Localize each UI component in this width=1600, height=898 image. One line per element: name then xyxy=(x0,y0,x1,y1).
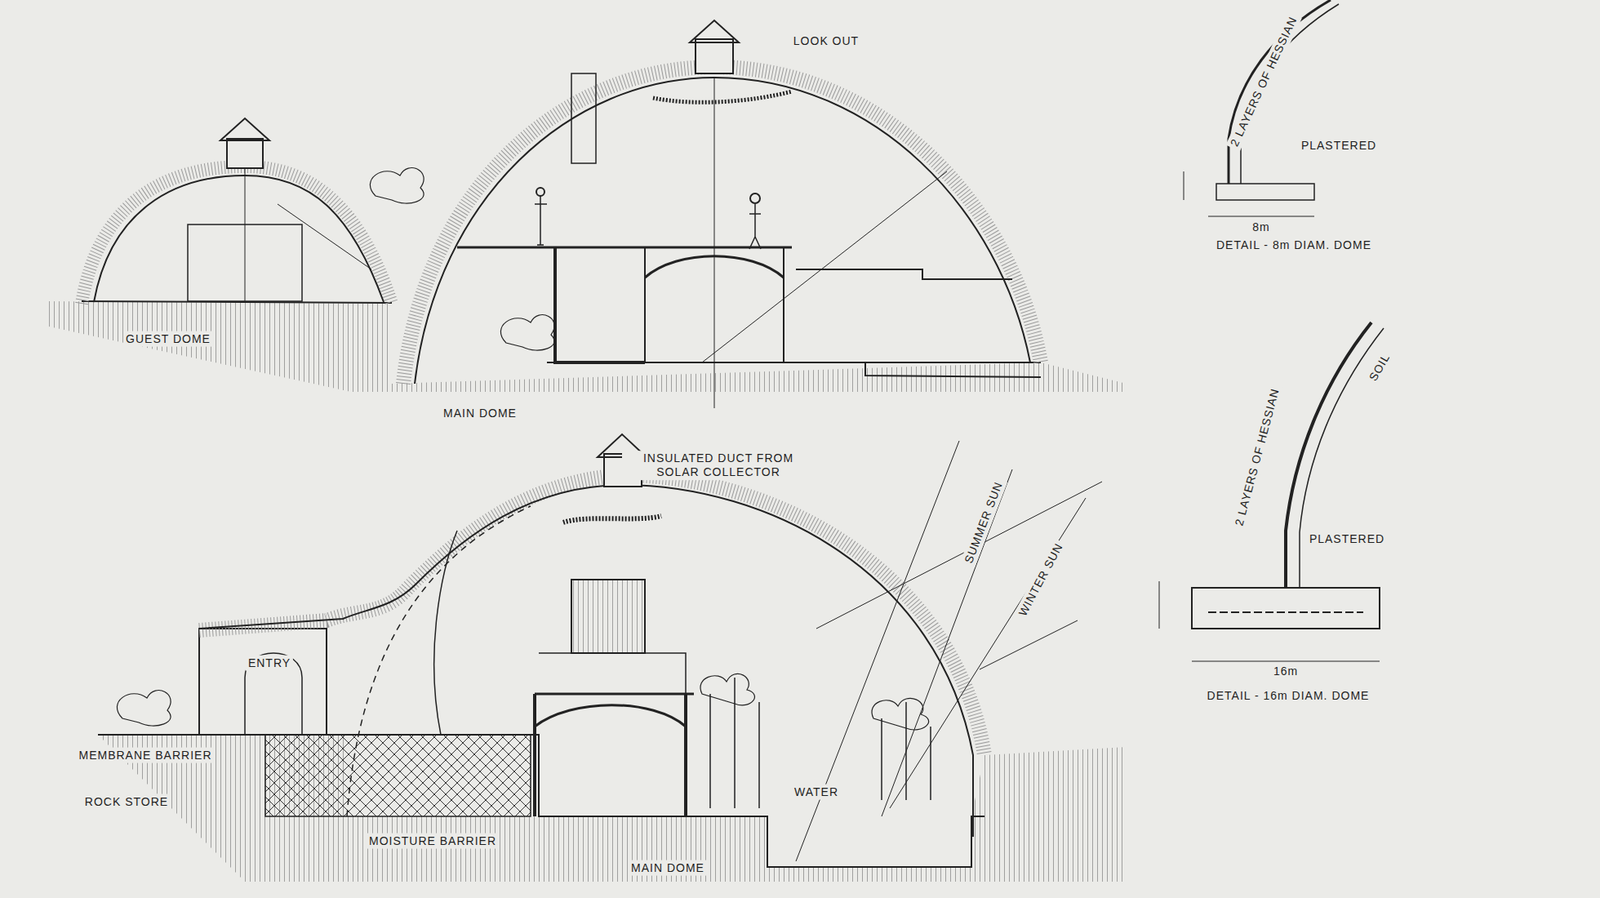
drawing-label: LOOK OUT xyxy=(791,33,862,49)
drawing-label: INSULATED DUCT FROM SOLAR COLLECTOR xyxy=(622,450,815,480)
drawing-label: 16m xyxy=(1271,663,1301,680)
drawing-label: ROCK STORE xyxy=(82,794,171,810)
drawing-label: 2 LAYERS OF HESSIAN xyxy=(1226,12,1303,152)
drawing-label: MOISTURE BARRIER xyxy=(366,833,499,849)
drawing-label: MAIN DOME xyxy=(628,860,707,876)
drawing-label: 8m xyxy=(1249,219,1272,236)
drawing-label: DETAIL - 16m DIAM. DOME xyxy=(1204,688,1373,704)
drawing-label: MEMBRANE BARRIER xyxy=(75,747,214,764)
drawing-label: SOIL xyxy=(1364,348,1395,387)
drawing-label: PLASTERED xyxy=(1298,137,1379,154)
drawing-label: WATER xyxy=(791,784,841,800)
drawing-label: ENTRY xyxy=(245,655,294,672)
drawing-label: GUEST DOME xyxy=(123,331,214,347)
drawing-label: SUMMER SUN xyxy=(960,477,1008,569)
drawing-label: MAIN DOME xyxy=(440,405,520,422)
drawing-label: 2 LAYERS OF HESSIAN xyxy=(1231,384,1285,530)
drawing-label: WINTER SUN xyxy=(1013,537,1068,621)
drawing-label: DETAIL - 8m DIAM. DOME xyxy=(1213,237,1374,254)
drawing-label: PLASTERED xyxy=(1306,531,1387,547)
